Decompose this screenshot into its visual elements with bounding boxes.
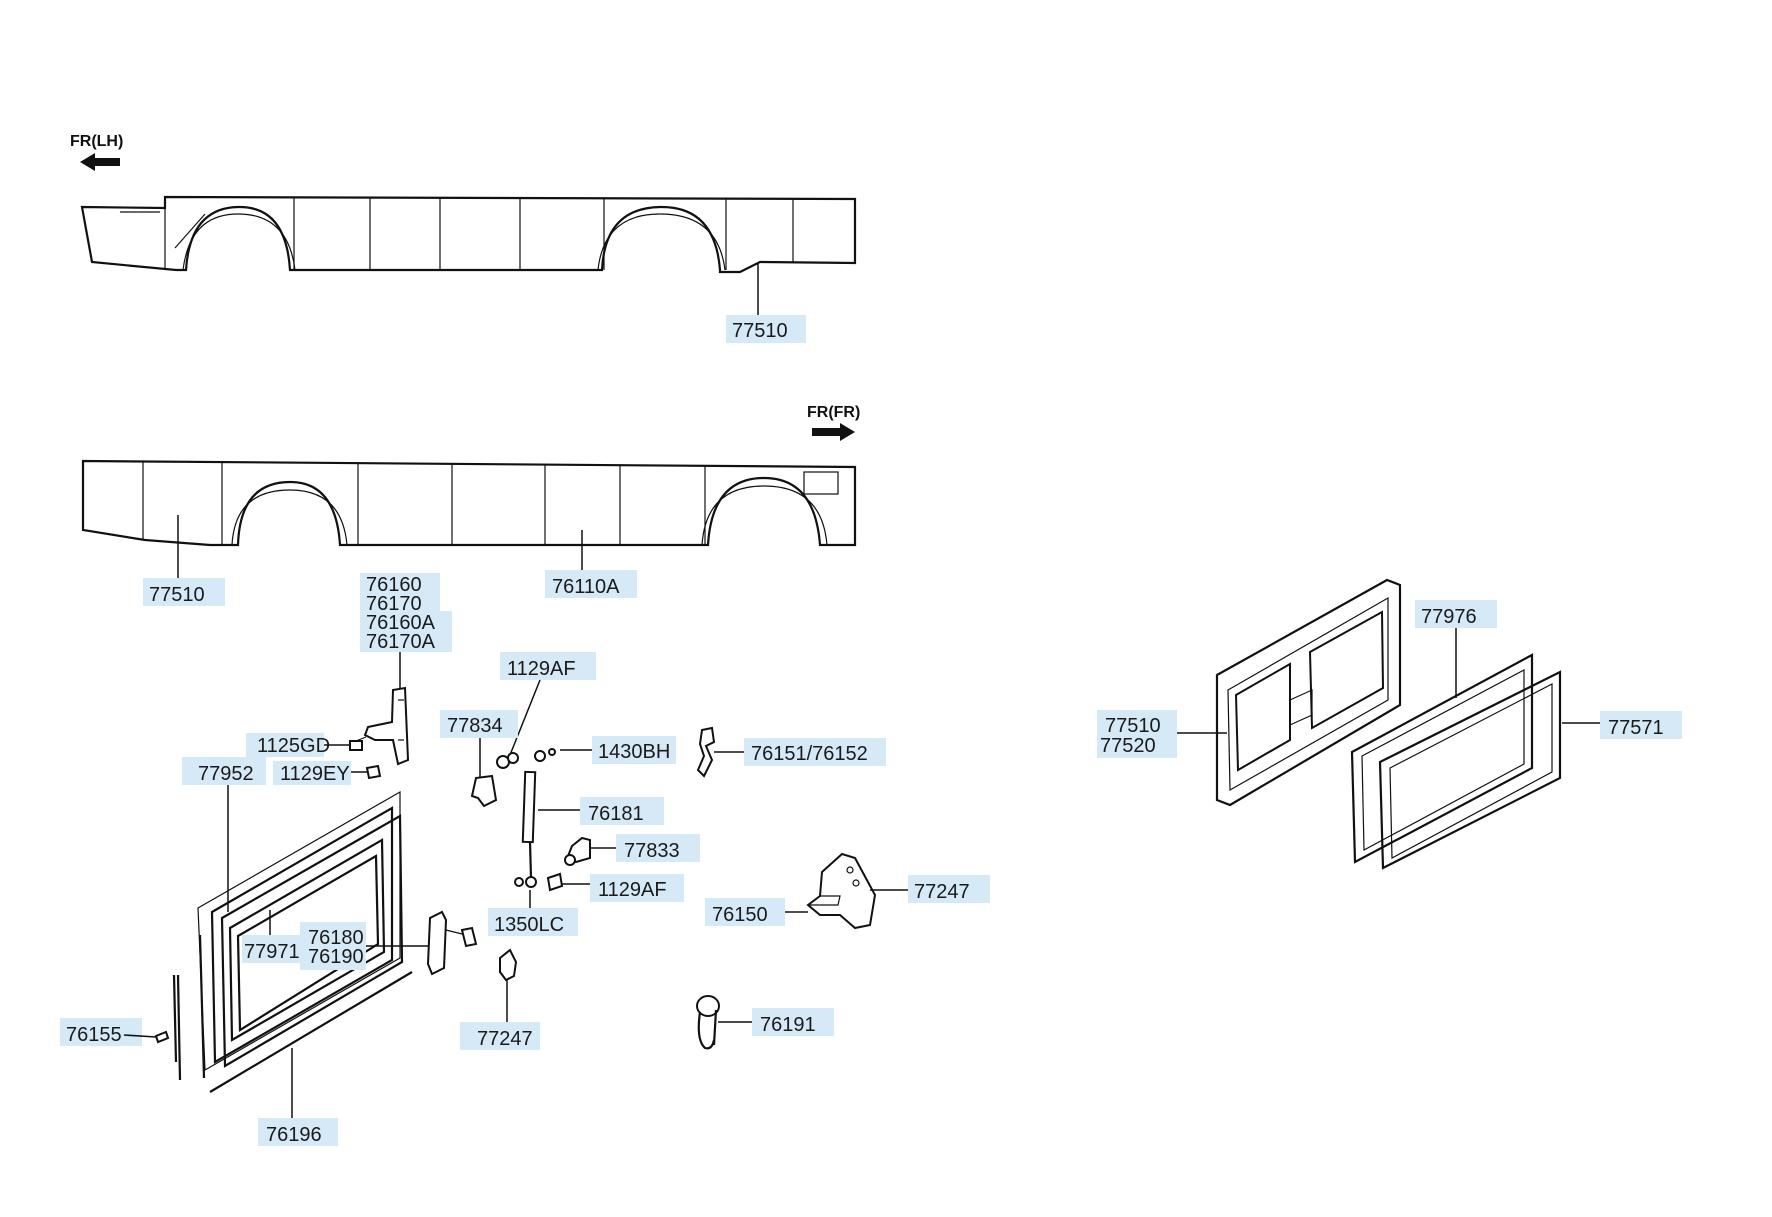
clip-76151-76152: 76151/76152 xyxy=(696,726,886,778)
bolts-1125GD-1129EY: 1125GD 1129EY xyxy=(246,733,382,785)
label-76150: 76150 xyxy=(712,904,768,926)
bracket-77833-group: 77833 xyxy=(564,834,700,866)
hook-76191: 76191 xyxy=(696,995,834,1050)
label-1129AF-bottom: 1129AF xyxy=(598,879,667,901)
label-76160A: 76160A xyxy=(366,612,436,634)
label-77510-right: 77510 xyxy=(1105,715,1161,737)
svg-text:77510: 77510 xyxy=(732,320,788,342)
arrow-right-icon xyxy=(812,423,855,441)
label-1350LC: 1350LC xyxy=(494,914,564,936)
svg-text:77510: 77510 xyxy=(149,584,205,606)
label-76170: 76170 xyxy=(366,593,422,615)
direction-label-lh: FR(LH) xyxy=(70,133,123,150)
label-77833: 77833 xyxy=(624,840,680,862)
upper-side-panel-lh: FR(LH) 77510 xyxy=(70,133,857,343)
svg-text:76110A: 76110A xyxy=(552,576,620,598)
label-76196: 76196 xyxy=(266,1124,322,1146)
latch-76180 xyxy=(426,910,448,976)
label-77247-right: 77247 xyxy=(914,881,970,903)
label-76181: 76181 xyxy=(588,803,644,825)
label-1129EY: 1129EY xyxy=(280,763,350,785)
gas-strut-76181: 76181 xyxy=(521,770,664,888)
hinge-part xyxy=(363,686,410,766)
label-76170A: 76170A xyxy=(366,631,436,653)
direction-label-rh: FR(FR) xyxy=(807,404,860,421)
label-76110A: 76110A xyxy=(545,570,637,598)
label-76160: 76160 xyxy=(366,574,422,596)
label-77510-top: 77510 xyxy=(726,315,806,343)
right-window-panel-assembly: 77510 77520 77976 77571 xyxy=(1097,578,1682,870)
strut-lower-group: 1129AF 1350LC xyxy=(488,872,684,936)
label-76190: 76190 xyxy=(308,946,364,968)
label-77976: 77976 xyxy=(1421,606,1477,628)
bracket-77247-76150: 77247 76150 xyxy=(705,852,990,930)
label-77971: 77971 xyxy=(244,941,300,963)
label-76155: 76155 xyxy=(66,1024,122,1046)
label-1129AF-top: 1129AF xyxy=(507,658,576,680)
label-77510-mid: 77510 xyxy=(143,578,225,606)
label-76191: 76191 xyxy=(760,1014,816,1036)
label-1125GD: 1125GD xyxy=(257,735,330,757)
rear-window-assembly: 77952 77971 76180 76190 77247 76155 7619… xyxy=(60,757,540,1146)
strut-upper-group: 1129AF 77834 1430BH xyxy=(440,652,676,808)
upper-side-panel-rh: FR(FR) 77510 76110A xyxy=(81,404,860,606)
label-77952: 77952 xyxy=(198,763,254,785)
label-77520: 77520 xyxy=(1100,735,1156,757)
label-77571: 77571 xyxy=(1608,717,1664,739)
label-1430BH: 1430BH xyxy=(598,741,670,763)
label-77247-bottom: 77247 xyxy=(477,1028,533,1050)
hinge-group: 76160 76170 76160A 76170A xyxy=(360,573,452,766)
arrow-left-icon xyxy=(80,153,120,171)
label-77834: 77834 xyxy=(447,715,503,737)
label-76151-76152: 76151/76152 xyxy=(751,743,868,765)
bracket-77834 xyxy=(470,774,498,808)
label-76180: 76180 xyxy=(308,927,364,949)
cover-77247 xyxy=(499,948,518,982)
